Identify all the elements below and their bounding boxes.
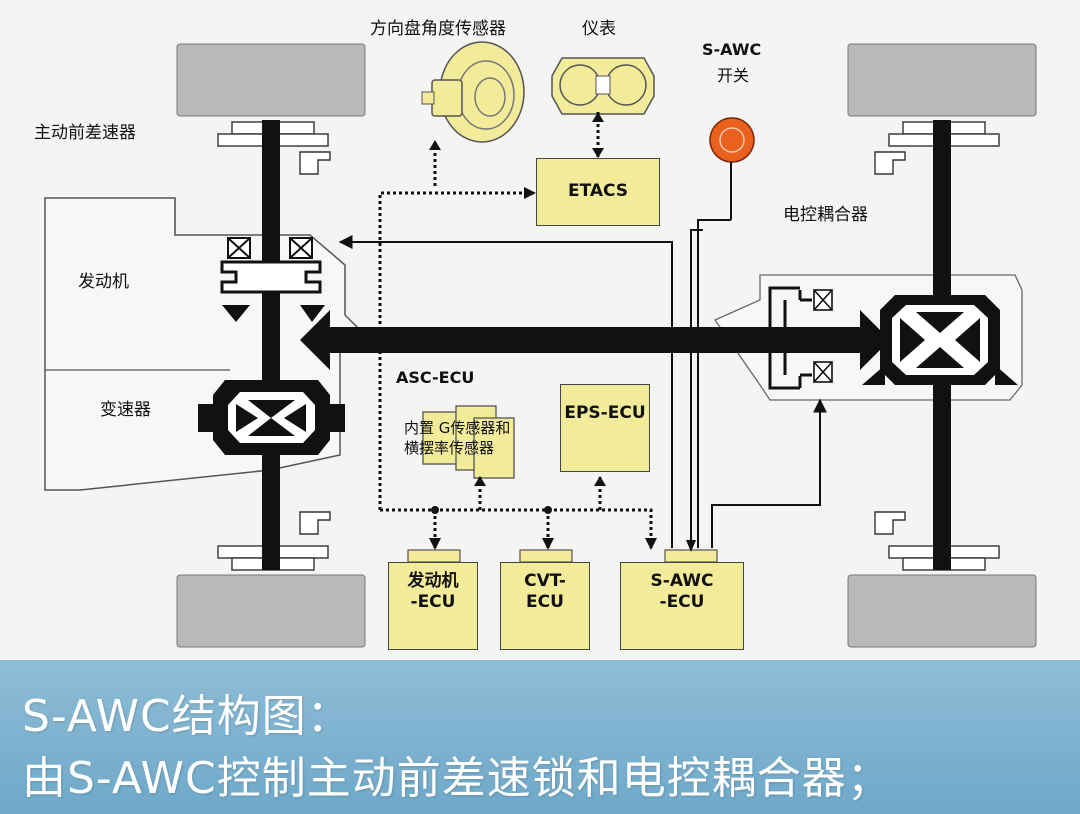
caption-title: S-AWC结构图：	[22, 691, 352, 742]
front-diff-label: 主动前差速器	[34, 123, 136, 143]
sawc-switch-graphic	[709, 117, 755, 163]
sawc-switch-label-line1: S-AWC	[702, 40, 762, 59]
coupling-clutch	[768, 286, 812, 390]
coupling-label: 电控耦合器	[783, 205, 868, 225]
asc-ecu-label: ASC-ECU	[396, 368, 475, 387]
eps-ecu-label: EPS-ECU	[564, 403, 646, 423]
front-diff-clutch	[220, 237, 322, 294]
sawc-diagram: 方向盘角度传感器 仪表 S-AWC 开关 主动前差速器 发动机 变速器 电控耦合…	[34, 19, 1037, 650]
engine-label: 发动机	[78, 272, 129, 292]
engine-ecu-box: 发动机 -ECU	[388, 562, 478, 650]
meter-label: 仪表	[582, 19, 616, 39]
g-sensor-label: 内置 G传感器和 横摆率传感器	[404, 419, 511, 458]
transmission-label: 变速器	[100, 400, 151, 420]
wheel-front-right	[847, 43, 1037, 117]
wheel-front-left	[176, 43, 366, 117]
caption-subtitle: 由S-AWC控制主动前差速锁和电控耦合器；	[22, 753, 892, 804]
etacs-box: ETACS	[536, 158, 660, 226]
sawc-ecu-label: S-AWC -ECU	[650, 571, 714, 613]
rear-diff-gear	[862, 295, 1018, 385]
cvt-ecu-box: CVT- ECU	[500, 562, 590, 650]
wheel-rear-right	[847, 574, 1037, 648]
sawc-ecu-box: S-AWC -ECU	[620, 562, 744, 650]
engine-ecu-label: 发动机 -ECU	[407, 571, 459, 613]
eps-ecu-box: EPS-ECU	[560, 384, 650, 472]
sawc-switch-label-line2: 开关	[717, 66, 750, 85]
caption-banner: S-AWC结构图： 由S-AWC控制主动前差速锁和电控耦合器；	[0, 660, 1080, 814]
propshaft-arrow	[300, 310, 890, 370]
left-axle	[262, 120, 280, 570]
meter-graphic	[551, 57, 655, 115]
steering-wheel-graphic	[421, 41, 525, 143]
wheel-rear-left	[176, 574, 366, 648]
steering-sensor-label: 方向盘角度传感器	[370, 19, 506, 39]
front-diff-gear	[198, 380, 345, 455]
drivetrain-schematic	[44, 41, 1037, 648]
etacs-label: ETACS	[567, 181, 629, 202]
cvt-ecu-label: CVT- ECU	[524, 571, 566, 613]
